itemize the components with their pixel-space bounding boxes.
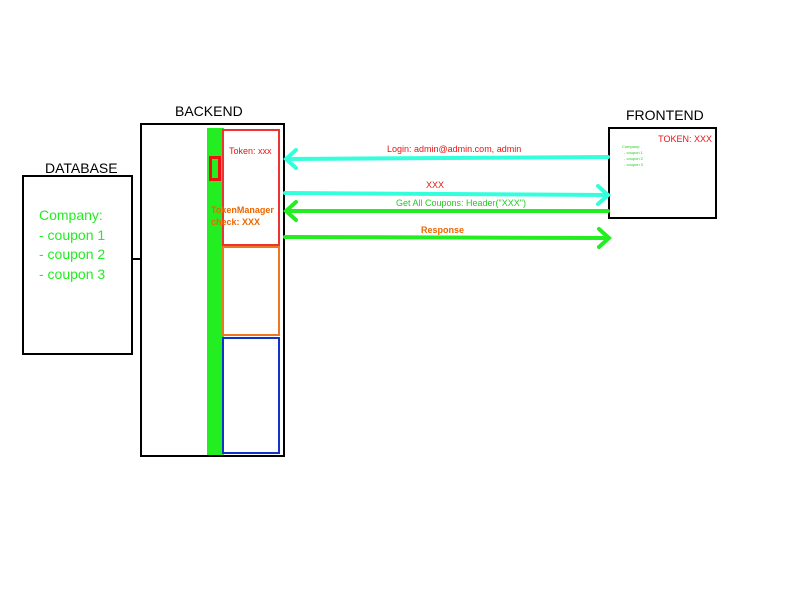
frontend-mini-coupon-2: - coupon 2 xyxy=(624,156,643,161)
token-label: Token: xxx xyxy=(229,146,272,156)
database-coupon-2: - coupon 2 xyxy=(39,246,106,262)
frontend-token: TOKEN: XXX xyxy=(658,134,712,144)
database-box: Company: - coupon 1 - coupon 2 - coupon … xyxy=(22,175,133,355)
backend-box xyxy=(140,123,285,457)
token-manager-check: check: XXX xyxy=(211,217,261,227)
login-arrow-label: Login: admin@admin.com, admin xyxy=(387,144,522,154)
database-backend-connector xyxy=(133,258,142,260)
database-title: DATABASE xyxy=(45,160,118,176)
frontend-mini-list: Company: - coupon 1 - coupon 2 - coupon … xyxy=(622,144,643,168)
frontend-mini-coupon-3: - coupon 3 xyxy=(624,162,643,167)
backend-green-bar xyxy=(207,128,224,455)
xxx-arrow xyxy=(283,184,611,206)
frontend-mini-coupon-1: - coupon 1 xyxy=(624,150,643,155)
backend-title: BACKEND xyxy=(175,103,243,119)
database-coupon-3: - coupon 3 xyxy=(39,265,106,282)
backend-token-panel: Token: xxx xyxy=(222,129,280,246)
frontend-title: FRONTEND xyxy=(626,107,704,123)
token-manager-name: TokenManager xyxy=(211,205,274,215)
login-arrow xyxy=(283,148,610,170)
backend-blue-panel xyxy=(222,337,280,454)
database-coupon-1: - coupon 1 xyxy=(39,226,106,243)
frontend-mini-company: Company: xyxy=(622,144,641,149)
get-all-coupons-arrow xyxy=(283,200,610,222)
database-company-label: Company: xyxy=(39,207,103,223)
frontend-box: TOKEN: XXX Company: - coupon 1 - coupon … xyxy=(608,127,717,219)
database-content: Company: - coupon 1 - coupon 2 - coupon … xyxy=(39,206,105,284)
token-manager-label: TokenManager check: XXX xyxy=(211,204,274,228)
token-marker-icon xyxy=(209,156,221,181)
response-arrow-label: Response xyxy=(421,225,465,235)
response-arrow xyxy=(283,227,612,249)
backend-orange-panel xyxy=(222,246,280,336)
xxx-arrow-label: XXX xyxy=(426,180,445,190)
get-all-coupons-label: Get All Coupons: Header("XXX") xyxy=(396,198,526,208)
